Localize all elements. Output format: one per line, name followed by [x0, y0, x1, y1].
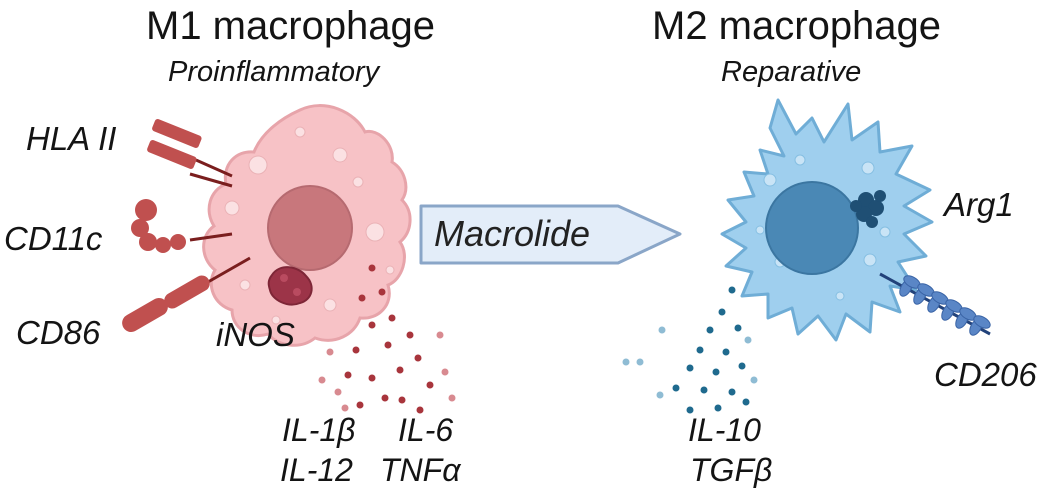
macrolide-label: Macrolide [434, 213, 591, 254]
il1b-label: IL-1β [282, 412, 356, 448]
macrolide-arrow [419, 204, 682, 265]
hla-ii-receptor [147, 118, 233, 188]
hla-ii-label: HLA II [26, 120, 117, 157]
m1-subtitle: Proinflammatory [168, 56, 380, 88]
m1-cell [202, 104, 412, 347]
arg1-label: Arg1 [944, 186, 1014, 223]
cd206-receptor [879, 272, 991, 336]
m2-title: M2 macrophage [652, 4, 942, 48]
m1-cytokine-dots [318, 264, 456, 414]
m2-nucleus [765, 181, 859, 275]
tnfa-label: TNFα [380, 452, 461, 488]
cd11c-receptor [131, 199, 233, 253]
arg1-protein [850, 190, 886, 228]
m2-cell [720, 98, 934, 342]
cd206-label: CD206 [934, 356, 1037, 393]
cd11c-label: CD11c [4, 220, 103, 257]
cd86-receptor [122, 256, 251, 332]
il6-label: IL-6 [398, 412, 454, 448]
m2-vesicles [755, 154, 891, 301]
m1-vesicles [224, 126, 395, 325]
m2-subtitle: Reparative [721, 56, 862, 88]
tgfb-label: TGFβ [690, 452, 773, 488]
il12-label: IL-12 [280, 452, 353, 488]
cd86-label: CD86 [16, 314, 101, 351]
m1-nucleus [267, 185, 353, 271]
m2-cytokine-dots [622, 286, 758, 414]
m1-title: M1 macrophage [146, 4, 436, 48]
inos-protein [267, 266, 313, 306]
inos-label: iNOS [216, 316, 295, 353]
il10-label: IL-10 [688, 412, 761, 448]
